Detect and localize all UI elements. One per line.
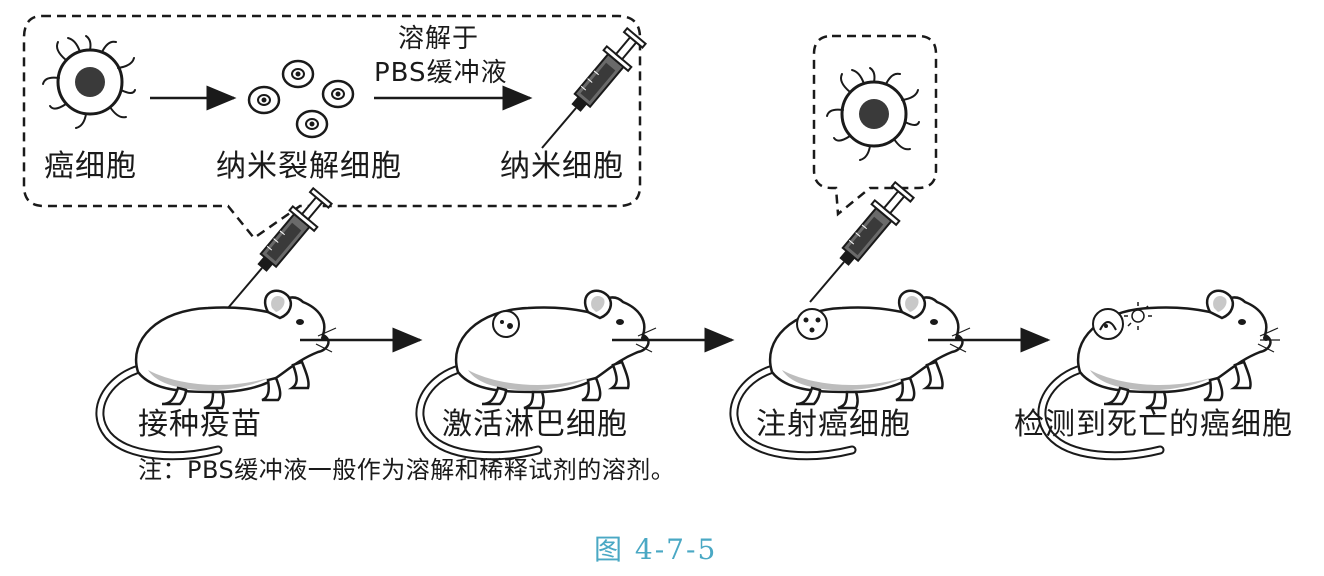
label-detect-dead-cells: 检测到死亡的癌细胞 [1014, 407, 1293, 442]
syringe-icon [541, 24, 650, 149]
label-inject-cancer-cell: 注射癌细胞 [756, 407, 911, 442]
callout-bubble-small [812, 34, 938, 217]
callout-bubble [22, 14, 642, 240]
dead-cancer-cell-icon [1124, 302, 1152, 330]
figure-caption: 图 4-7-5 [594, 533, 718, 566]
syringe-icon [809, 178, 918, 303]
lymphocyte-icon [796, 308, 828, 340]
label-cancer-cell: 癌细胞 [44, 149, 137, 184]
arrow-label-dissolve: 溶解于 [398, 24, 480, 54]
label-nano-cell: 纳米细胞 [500, 149, 624, 184]
footnote: 注：PBS缓冲液一般作为溶解和稀释试剂的溶剂。 [138, 456, 676, 484]
label-vaccinate: 接种疫苗 [138, 407, 262, 442]
lymphocyte-icon [492, 310, 520, 338]
syringe-icon [227, 184, 336, 309]
cancer-cell-icon [825, 66, 921, 162]
cancer-cell-icon [41, 34, 137, 130]
label-activate-lymphocyte: 激活淋巴细胞 [442, 407, 628, 442]
label-nano-lysed-cell: 纳米裂解细胞 [216, 149, 402, 184]
lymphocyte-icon [1092, 308, 1124, 340]
nano-lysed-cells-icon [247, 59, 355, 139]
arrow-label-pbs: PBS缓冲液 [374, 58, 508, 88]
